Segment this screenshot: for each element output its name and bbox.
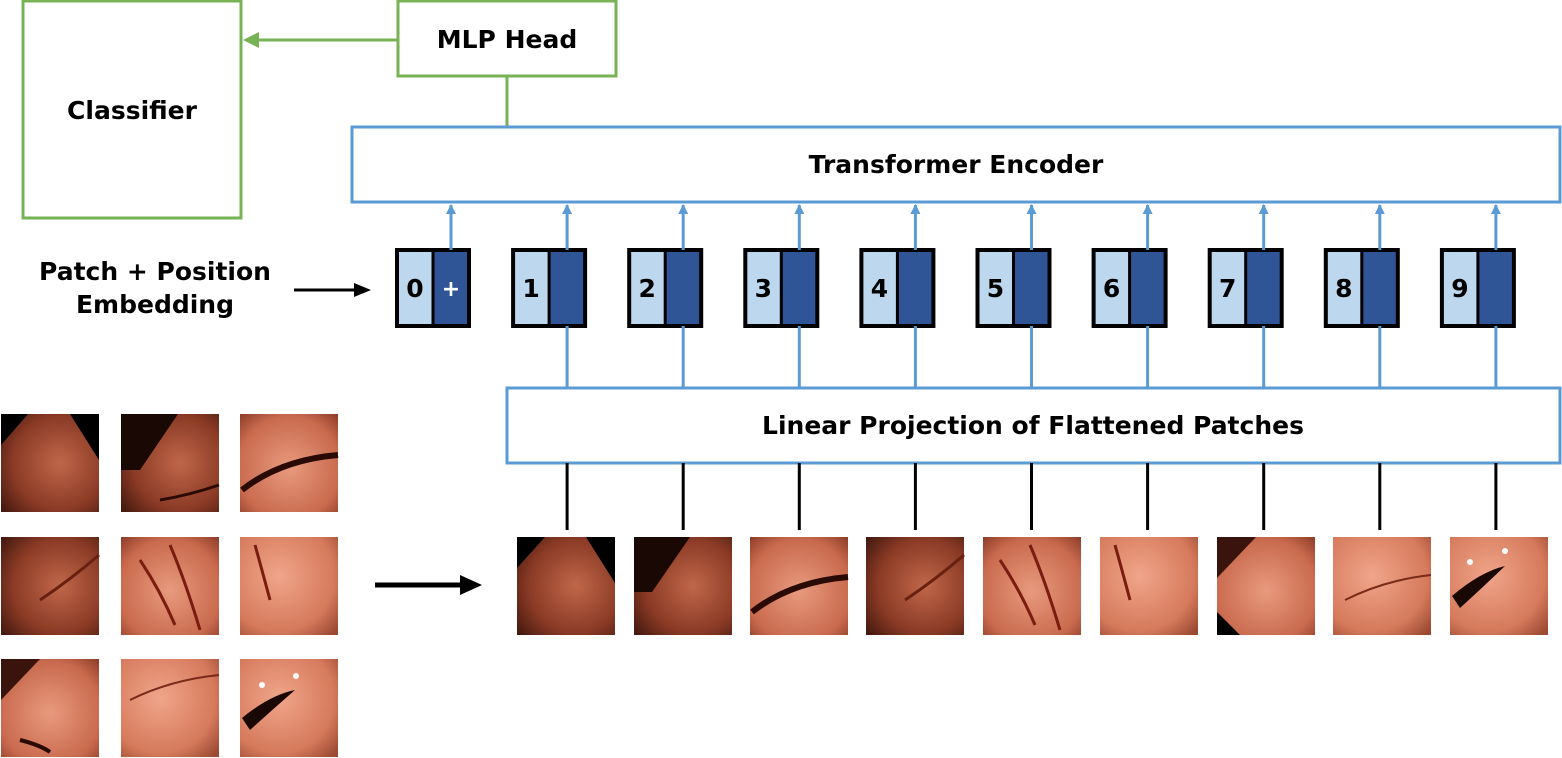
patch-grid-3x3 xyxy=(1,414,339,757)
token-position-label: 8 xyxy=(1335,274,1352,303)
token-embedding-cell xyxy=(1129,250,1166,326)
token-6: 6 xyxy=(1091,248,1168,328)
token-position-label: 0 xyxy=(406,274,423,303)
token-position-cell xyxy=(745,250,782,326)
mlp-head-label: MLP Head xyxy=(437,25,577,54)
linear-projection-box xyxy=(505,386,1562,465)
token-position-label: 9 xyxy=(1451,274,1468,303)
mlp-head-box xyxy=(396,0,618,78)
flat-patch-2 xyxy=(634,537,732,635)
token-embedding-cell xyxy=(549,250,586,326)
embedding-label-line1: Patch + Position xyxy=(39,257,271,286)
token-embedding-cell xyxy=(1013,250,1050,326)
token-embedding-cell xyxy=(433,250,469,326)
token-position-cell xyxy=(629,250,666,326)
token-position-label: 4 xyxy=(871,274,888,303)
grid-patch-9 xyxy=(240,659,338,757)
grid-patch-8 xyxy=(121,659,220,757)
classifier-label: Classifier xyxy=(67,96,198,125)
flat-patch-9 xyxy=(1450,537,1548,635)
grid-patch-7 xyxy=(1,659,99,757)
token-2: 2 xyxy=(627,248,704,328)
token-embedding-cell xyxy=(897,250,934,326)
flat-patch-1 xyxy=(517,537,615,635)
token-position-cell xyxy=(1093,250,1130,326)
token-7: 7 xyxy=(1207,248,1284,328)
token-position-cell xyxy=(1209,250,1246,326)
grid-patch-4 xyxy=(1,537,100,635)
grid-patch-2 xyxy=(121,414,220,512)
token-position-cell xyxy=(397,250,433,326)
token-position-label: 3 xyxy=(755,274,772,303)
embedding-label-line2: Embedding xyxy=(76,290,234,319)
token-embedding-cell xyxy=(1477,250,1514,326)
token-embedding-cell xyxy=(1245,250,1282,326)
transformer-encoder-box xyxy=(350,125,1562,204)
token-position-label: 7 xyxy=(1219,274,1236,303)
grid-patch-5 xyxy=(121,537,219,635)
token-embedding-cell xyxy=(781,250,818,326)
token-8: 8 xyxy=(1323,248,1400,328)
token-4: 4 xyxy=(859,248,936,328)
flat-patch-5 xyxy=(983,537,1081,635)
token-embedding-cell xyxy=(665,250,702,326)
flatten-arrowhead xyxy=(460,575,482,595)
flat-patch-3 xyxy=(750,537,849,635)
flat-patch-6 xyxy=(1100,537,1198,635)
flat-patch-8 xyxy=(1333,537,1432,635)
token-position-cell xyxy=(513,250,550,326)
grid-patch-1 xyxy=(1,414,99,512)
flat-patch-7 xyxy=(1217,537,1315,635)
token-position-cell xyxy=(977,250,1014,326)
token-position-label: 2 xyxy=(638,274,655,303)
grid-patch-6 xyxy=(240,537,338,635)
token-1: 1 xyxy=(511,248,588,328)
token-5: 5 xyxy=(975,248,1052,328)
token-position-cell xyxy=(1441,250,1478,326)
token-0: 0+ xyxy=(395,248,471,328)
transformer-encoder-label: Transformer Encoder xyxy=(809,150,1104,179)
token-embedding-cell xyxy=(1361,250,1398,326)
token-position-label: 5 xyxy=(987,274,1004,303)
flat-patch-4 xyxy=(866,537,965,635)
token-9: 9 xyxy=(1439,248,1516,328)
patch-connectors xyxy=(446,204,1501,530)
grid-patch-3 xyxy=(240,414,339,512)
linear-projection-label: Linear Projection of Flattened Patches xyxy=(762,411,1304,440)
token-position-cell xyxy=(1325,250,1362,326)
token-embed-plus: + xyxy=(442,277,460,302)
classifier-box xyxy=(21,0,243,220)
token-position-label: 6 xyxy=(1103,274,1120,303)
token-position-label: 1 xyxy=(522,274,539,303)
token-position-cell xyxy=(861,250,898,326)
token-3: 3 xyxy=(743,248,820,328)
embedding-arrowhead xyxy=(354,283,371,297)
flattened-patches xyxy=(517,537,1548,635)
mlp-to-classifier-arrowhead xyxy=(243,32,259,48)
